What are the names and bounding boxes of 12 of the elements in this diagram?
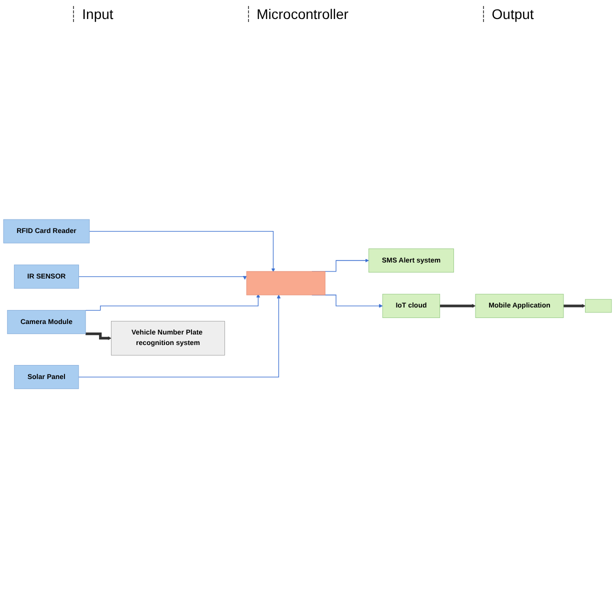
column-heading: Microcontroller (248, 6, 356, 22)
node-box (246, 271, 326, 296)
arrow (78, 276, 247, 280)
arrow (85, 294, 260, 310)
node-box (585, 298, 612, 312)
arrow (440, 304, 476, 308)
column-heading: Output (482, 6, 542, 22)
arrow (563, 304, 586, 308)
column-heading: Input (73, 6, 122, 22)
arrow (89, 230, 276, 272)
arrow (78, 294, 281, 378)
arrow (86, 332, 112, 340)
